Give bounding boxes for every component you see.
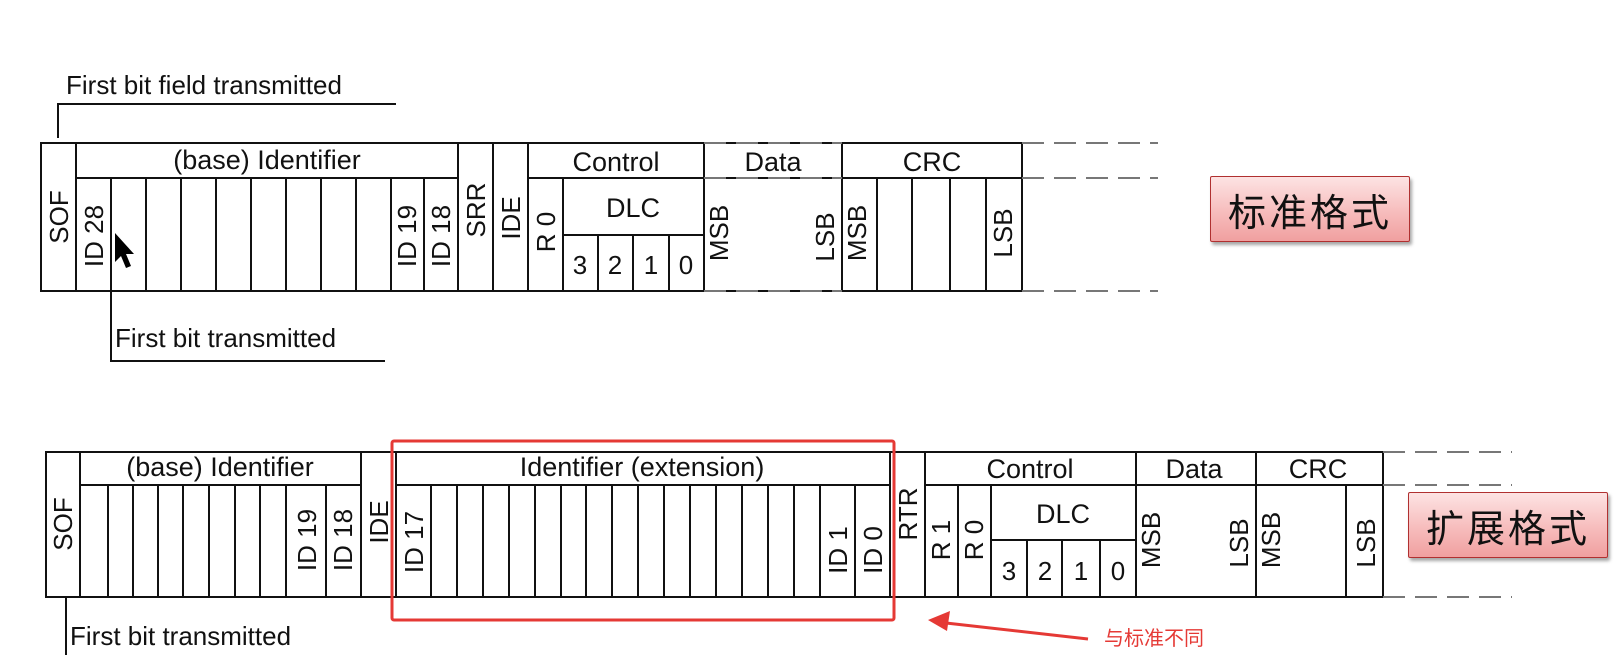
ext-ide-label: IDE [364, 500, 394, 543]
ext-dlc-bit-1: 1 [1074, 556, 1088, 586]
ext-crc-lsb-label: LSB [1351, 518, 1381, 567]
ext-rtr-label: RTR [893, 488, 923, 541]
ext-id1-label: ID 1 [823, 526, 853, 574]
ext-r0-label: R 0 [959, 520, 989, 560]
difference-note: 与标准不同 [1104, 626, 1204, 650]
std-identifier-header: (base) Identifier [173, 145, 361, 175]
difference-arrow-icon [945, 621, 1089, 641]
std-crc-header: CRC [903, 147, 962, 177]
std-data-msb-label: MSB [704, 205, 734, 261]
ext-r1-label: R 1 [926, 520, 956, 560]
mouse-cursor-icon [115, 233, 134, 268]
ext-control-header: Control [986, 454, 1073, 484]
ext-dlc-bit-2: 2 [1038, 556, 1052, 586]
ext-id19-label: ID 19 [292, 509, 322, 571]
ext-dlc-bit-0: 0 [1111, 556, 1125, 586]
std-r0-label: R 0 [531, 212, 561, 252]
ext-data-header: Data [1165, 454, 1223, 484]
ext-crc-msb-label: MSB [1256, 512, 1286, 568]
std-data-lsb-label: LSB [810, 212, 840, 261]
extended-format-badge: 扩展格式 [1408, 492, 1608, 558]
std-control-header: Control [572, 147, 659, 177]
ext-id0-label: ID 0 [858, 526, 888, 574]
std-crc-msb-label: MSB [842, 205, 872, 261]
std-dlc-bit-1: 1 [644, 250, 658, 280]
std-first-bit-field-leader [57, 103, 396, 138]
ext-data-lsb-label: LSB [1224, 518, 1254, 567]
std-id28-label: ID 28 [79, 205, 109, 267]
ext-id18-label: ID 18 [328, 509, 358, 571]
ext-dlc-label: DLC [1036, 499, 1090, 529]
std-ide-label: IDE [496, 196, 526, 239]
ext-data-msb-label: MSB [1136, 512, 1166, 568]
std-crc-lsb-label: LSB [988, 208, 1018, 257]
ext-first-bit-label: First bit transmitted [70, 621, 291, 651]
ext-sof-label: SOF [48, 497, 78, 550]
std-dlc-label: DLC [606, 193, 660, 223]
std-dlc-bit-0: 0 [679, 250, 693, 280]
std-dlc-bit-2: 2 [608, 250, 622, 280]
standard-format-badge: 标准格式 [1210, 176, 1410, 242]
ext-dlc-bit-3: 3 [1002, 556, 1016, 586]
std-dlc-bit-3: 3 [573, 250, 587, 280]
std-srr-label: SRR [461, 183, 491, 238]
std-id19-label: ID 19 [392, 205, 422, 267]
extension-highlight-box [390, 439, 896, 622]
std-sof-label: SOF [44, 190, 74, 243]
std-first-bit-label: First bit transmitted [115, 323, 336, 353]
ext-identifier-header: (base) Identifier [126, 452, 314, 482]
ext-id17-label: ID 17 [399, 511, 429, 573]
std-first-bit-leader [110, 291, 385, 362]
std-first-bit-field-label: First bit field transmitted [66, 70, 342, 100]
std-data-header: Data [744, 147, 802, 177]
ext-crc-header: CRC [1289, 454, 1348, 484]
std-id18-label: ID 18 [426, 205, 456, 267]
ext-extension-header: Identifier (extension) [520, 452, 765, 482]
